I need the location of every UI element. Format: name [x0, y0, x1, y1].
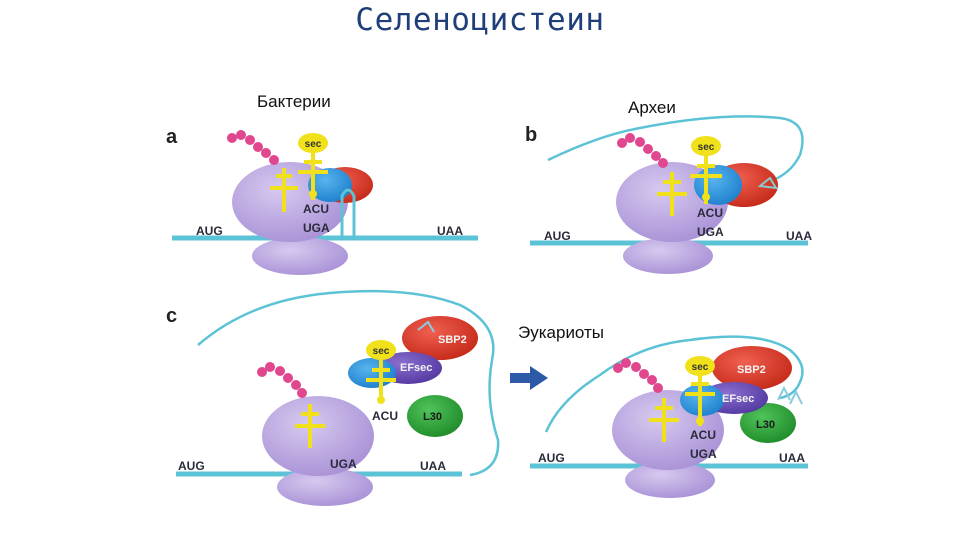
- panel-a-letter: a: [166, 126, 178, 148]
- anticodon-acu: ACU: [303, 202, 329, 216]
- trna-p-site: [270, 168, 298, 212]
- trna-p-site: [295, 404, 325, 448]
- sec-bubble: [685, 356, 715, 376]
- efsec-label: EFsec: [722, 393, 754, 405]
- secis-element: [757, 176, 778, 190]
- ribosome-small-subunit: [252, 237, 348, 275]
- sec-label: sec: [692, 362, 709, 373]
- secis-hairpin: [340, 188, 356, 236]
- efsec-label: EFsec: [400, 362, 432, 374]
- stop-codon-uaa: UAA: [420, 459, 446, 473]
- label-archaea: Археи: [626, 98, 678, 118]
- sec-bubble: [691, 136, 721, 156]
- label-bacteria: Бактерии: [255, 92, 333, 112]
- label-eukaryotes: Эукариоты: [516, 323, 607, 343]
- ribosome-small-subunit: [277, 468, 373, 506]
- sec-trna: sec: [685, 356, 715, 426]
- anticodon-acu: ACU: [697, 206, 723, 220]
- panel-c-letter: c: [166, 305, 177, 327]
- sec-bubble: [298, 133, 328, 153]
- efsec-domain: [348, 358, 396, 388]
- sbp2-protein: [712, 346, 792, 390]
- panel-b-archaea: b sec ACU UG: [525, 115, 812, 274]
- secis-element: [417, 320, 435, 333]
- mrna-loop: [197, 289, 500, 477]
- trna-p-site: [657, 172, 687, 216]
- sec-label: sec: [305, 139, 322, 150]
- codon-uga: UGA: [330, 457, 357, 471]
- ribosome-small-subunit: [625, 462, 715, 498]
- start-codon-aug: AUG: [196, 224, 223, 238]
- peptide-chain: [613, 358, 663, 393]
- anticodon-acu: ACU: [372, 409, 398, 423]
- ribosome-small-subunit: [623, 238, 713, 274]
- codon-uga: UGA: [690, 447, 717, 461]
- l30-label: L30: [423, 411, 442, 423]
- stop-codon-uaa: UAA: [437, 224, 463, 238]
- panel-b-letter: b: [525, 124, 537, 146]
- anticodon-acu: ACU: [690, 428, 716, 442]
- sec-bubble: [366, 340, 396, 360]
- stop-codon-uaa: UAA: [779, 451, 805, 465]
- sec-trna: sec: [366, 340, 396, 404]
- l30-label: L30: [756, 419, 775, 431]
- l30-protein: [407, 395, 463, 437]
- start-codon-aug: AUG: [544, 229, 571, 243]
- peptide-chain: [257, 362, 307, 398]
- sbp2-label: SBP2: [438, 334, 467, 346]
- codon-uga: UGA: [303, 221, 330, 235]
- start-codon-aug: AUG: [538, 451, 565, 465]
- selb-factor: [308, 167, 373, 203]
- sec-label: sec: [698, 142, 715, 153]
- panel-a-bacteria: a sec: [166, 126, 478, 275]
- page-title: Селеноцистеин: [355, 2, 605, 38]
- l30-protein: [740, 403, 796, 443]
- secis-element: [777, 385, 803, 405]
- peptide-chain: [227, 130, 279, 165]
- codon-uga: UGA: [697, 225, 724, 239]
- panel-c-eukaryotes-initial: c SBP2 EFsec sec: [166, 289, 500, 506]
- trna-p-site: [649, 398, 679, 442]
- panel-c-eukaryotes-complex: SBP2 L30 EFsec sec ACU UGA AUG UAA: [530, 335, 808, 498]
- sec-trna: sec: [690, 136, 722, 204]
- sec-trna: sec: [298, 133, 328, 200]
- stop-codon-uaa: UAA: [786, 229, 812, 243]
- ribosome-large-subunit: [262, 396, 374, 476]
- sec-label: sec: [373, 346, 390, 357]
- arrow-right-icon: [510, 366, 548, 390]
- mrna-loop: [544, 335, 804, 433]
- sbp2-label: SBP2: [737, 364, 766, 376]
- peptide-chain: [617, 133, 668, 168]
- mrna-loop: [547, 115, 804, 184]
- start-codon-aug: AUG: [178, 459, 205, 473]
